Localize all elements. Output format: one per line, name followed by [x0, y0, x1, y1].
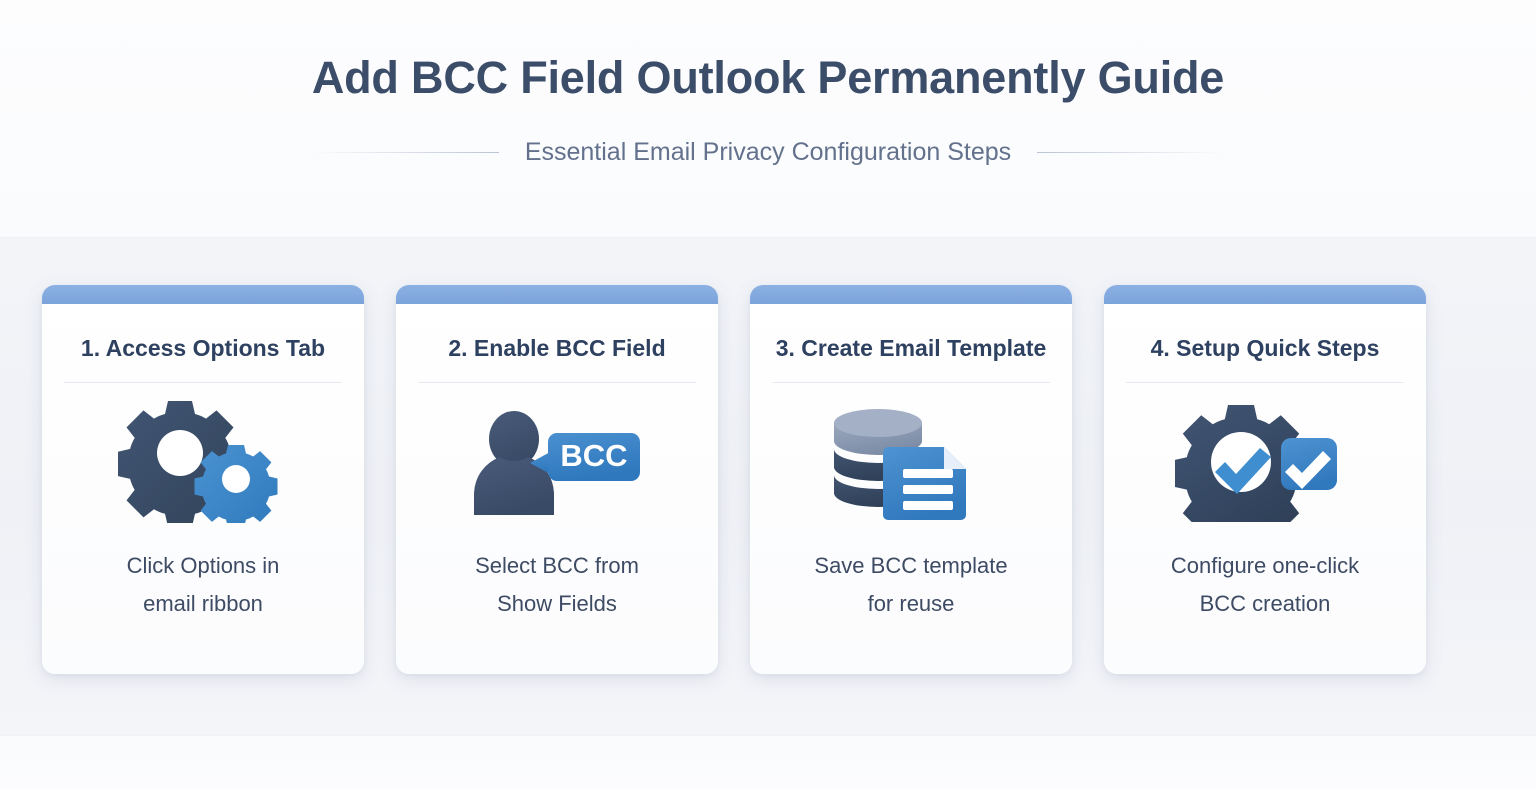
double-gear-icon — [42, 397, 364, 527]
desc-line-2: for reuse — [867, 591, 955, 616]
step-card-1[interactable]: 1. Access Options Tab — [42, 285, 364, 674]
card-accent-bar — [1104, 285, 1426, 304]
card-accent-bar — [42, 285, 364, 304]
desc-line-1: Save BCC template — [814, 553, 1008, 578]
card-divider — [772, 382, 1050, 383]
subtitle-rule-right — [1037, 152, 1226, 153]
card-accent-bar — [396, 285, 718, 304]
subtitle-row: Essential Email Privacy Configuration St… — [0, 138, 1536, 167]
step-card-3-description: Save BCC template for reuse — [766, 547, 1056, 623]
person-bcc-bubble-icon: BCC — [396, 397, 718, 527]
step-card-3-title: 3. Create Email Template — [775, 335, 1047, 361]
header-section: Add BCC Field Outlook Permanently Guide … — [0, 0, 1536, 238]
step-card-1-title: 1. Access Options Tab — [80, 335, 326, 361]
step-card-2-title: 2. Enable BCC Field — [448, 335, 666, 361]
step-card-3[interactable]: 3. Create Email Template — [750, 285, 1072, 674]
step-card-2-description: Select BCC from Show Fields — [412, 547, 702, 623]
subtitle-rule-left — [310, 152, 499, 153]
desc-line-1: Click Options in — [126, 553, 280, 578]
desc-line-1: Select BCC from — [475, 553, 639, 578]
card-accent-bar — [750, 285, 1072, 304]
step-card-2[interactable]: 2. Enable BCC Field — [396, 285, 718, 674]
gear-checkmark-icon — [1104, 397, 1426, 527]
step-card-4-description: Configure one-click BCC creation — [1120, 547, 1410, 623]
card-divider — [1126, 382, 1404, 383]
card-divider — [418, 382, 696, 383]
step-card-4-title: 4. Setup Quick Steps — [1150, 335, 1380, 361]
desc-line-2: Show Fields — [497, 591, 617, 616]
page-subtitle: Essential Email Privacy Configuration St… — [524, 138, 1012, 166]
step-card-1-description: Click Options in email ribbon — [58, 547, 348, 623]
steps-card-row: 1. Access Options Tab — [42, 285, 1494, 674]
database-document-icon — [750, 397, 1072, 527]
bcc-bubble-label: BCC — [560, 438, 627, 473]
desc-line-2: email ribbon — [143, 591, 263, 616]
footer-background — [0, 735, 1536, 789]
card-divider — [64, 382, 342, 383]
desc-line-1: Configure one-click — [1170, 553, 1360, 578]
step-card-4[interactable]: 4. Setup Quick Steps — [1104, 285, 1426, 674]
page-title: Add BCC Field Outlook Permanently Guide — [311, 52, 1225, 103]
desc-line-2: BCC creation — [1199, 591, 1331, 616]
